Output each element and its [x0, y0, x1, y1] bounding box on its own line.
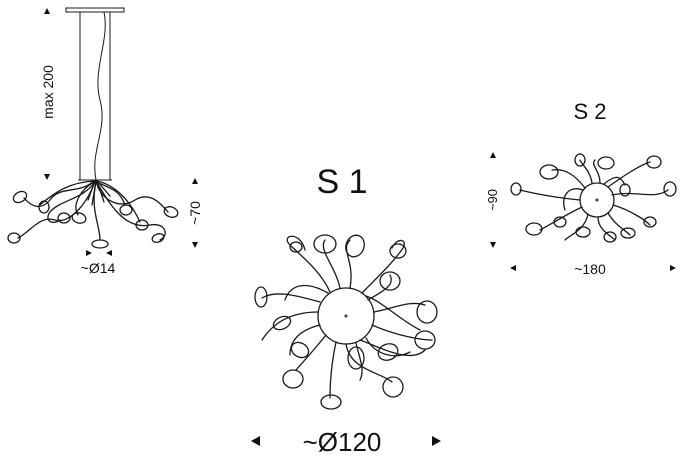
canopy-arrow-right [106, 250, 112, 256]
model-s1: S 1 [251, 163, 441, 457]
ceiling-canopy [65, 7, 125, 13]
canopy-label: ~Ø14 [81, 260, 116, 276]
model-s2: S 2 [485, 99, 677, 277]
drop-arrow-top [192, 178, 198, 184]
height-label: max 200 [40, 65, 56, 119]
s2-width-label: ~180 [574, 261, 606, 277]
s1-diameter-label: ~Ø120 [303, 427, 382, 457]
height-arrow-top [44, 8, 50, 14]
s2-height-label: ~90 [485, 189, 500, 211]
s1-title: S 1 [316, 163, 367, 201]
s1-arrow-right [432, 436, 441, 446]
s2-width-arrow-right [670, 265, 676, 271]
drop-label: ~70 [187, 201, 203, 225]
s1-arrow-left [251, 436, 260, 446]
side-arms [7, 179, 179, 249]
side-view: max 200 ~70 ~Ø14 [7, 7, 203, 276]
drop-arrow-bottom [192, 242, 198, 248]
power-cable [94, 11, 106, 181]
s1-arms [254, 234, 438, 410]
s2-width-arrow-left [510, 265, 516, 271]
s2-height-arrow-bottom [490, 242, 496, 248]
canopy-arrow-left [86, 250, 92, 256]
s2-height-arrow-top [490, 152, 496, 158]
s2-arms [510, 153, 677, 243]
s2-title: S 2 [573, 99, 606, 124]
height-arrow-bottom [44, 174, 50, 180]
